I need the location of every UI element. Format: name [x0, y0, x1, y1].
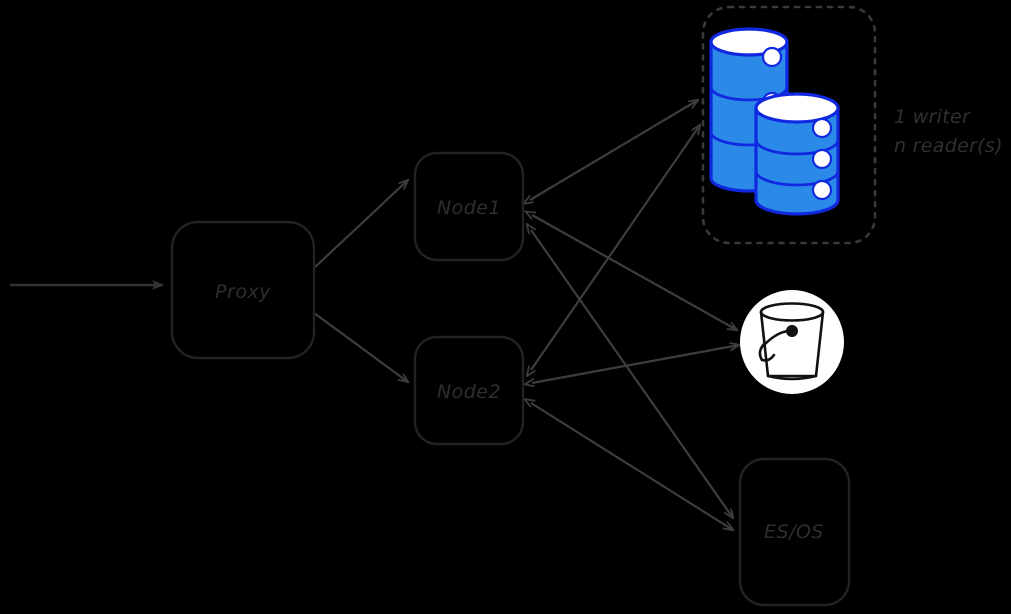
- proxy-box-shape: [170, 220, 316, 360]
- edge-node1-database: [530, 100, 698, 200]
- proxy-node[interactable]: Proxy: [170, 220, 316, 360]
- edge-node2-esos: [531, 403, 733, 530]
- proxy-label: Proxy: [215, 281, 271, 303]
- node1-node[interactable]: Node1: [413, 151, 525, 262]
- node2-node[interactable]: Node2: [413, 335, 525, 446]
- database-annotation: 1 writer n reader(s): [894, 106, 1003, 157]
- esos-label: ES/OS: [764, 521, 824, 543]
- database-group-container: [701, 5, 877, 245]
- db-reader-label: n reader(s): [894, 135, 1003, 157]
- database-group[interactable]: [701, 5, 877, 245]
- node1-box-shape: [413, 151, 525, 262]
- edge-node2-object-store: [532, 345, 739, 383]
- edge-proxy-to-node2: [313, 312, 408, 382]
- object-store-node[interactable]: [740, 290, 844, 394]
- esos-box-shape: [738, 457, 851, 607]
- edge-proxy-to-node1: [313, 180, 408, 269]
- edge-node1-esos: [531, 230, 733, 518]
- node1-label: Node1: [437, 197, 501, 219]
- esos-node[interactable]: ES/OS: [738, 457, 851, 607]
- db-writer-label: 1 writer: [894, 106, 971, 128]
- database-cylinder-front-icon: [754, 92, 840, 216]
- node2-box-shape: [413, 335, 525, 446]
- edge-node1-object-store: [532, 215, 737, 330]
- node2-label: Node2: [437, 381, 501, 403]
- edge-node2-database: [531, 125, 700, 370]
- bucket-icon: [758, 302, 825, 381]
